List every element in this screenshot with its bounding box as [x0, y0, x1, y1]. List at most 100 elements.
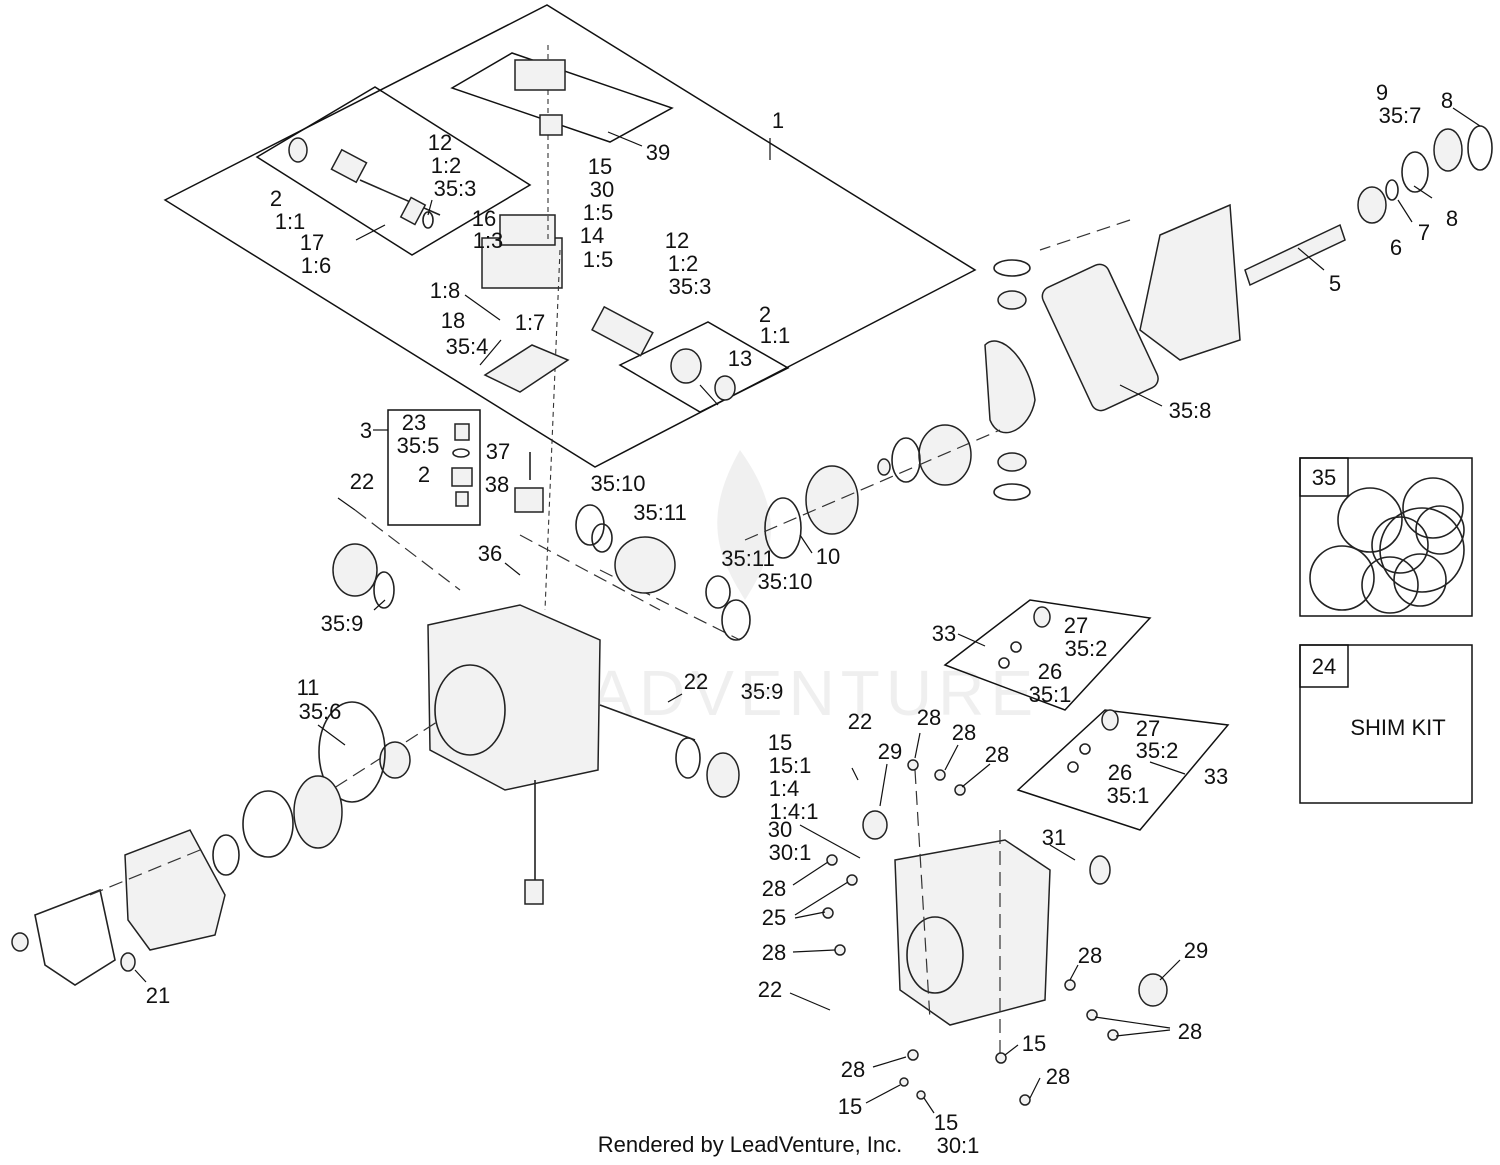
callout-label: 8 [1441, 88, 1453, 113]
callout-label: 12 [428, 130, 452, 155]
solenoid-left-part [288, 137, 441, 229]
callout-label: 38 [485, 472, 509, 497]
callout-label: 8 [1446, 206, 1458, 231]
left-pump-housing-part [299, 504, 751, 811]
rear-housing-part [1039, 203, 1241, 412]
kit-frame-33-upper [943, 599, 1152, 711]
callout-label: 35:1 [1029, 682, 1072, 707]
callout-label: 1:5 [583, 200, 614, 225]
kit-box-35 [1299, 457, 1473, 617]
valve-block-part [481, 45, 563, 611]
callout-label: 1 [772, 108, 784, 133]
callout-label: 26 [1108, 760, 1132, 785]
callout-label: 35:2 [1065, 636, 1108, 661]
callout-label: 29 [878, 739, 902, 764]
callout-label: 36 [478, 541, 502, 566]
callout-label: 37 [486, 439, 510, 464]
callout-label: 7 [1418, 220, 1430, 245]
valve-assembly-frame-1 [163, 4, 977, 468]
callout-label: 30 [590, 177, 614, 202]
relief-valve-kit-frame-3 [387, 409, 481, 526]
swashplate-bearings-part [984, 259, 1036, 501]
solenoid-subassembly-frame-13 [618, 321, 790, 413]
callout-label: 29 [1184, 938, 1208, 963]
callout-label: 1:5 [583, 247, 614, 272]
callout-label: 1:1 [275, 209, 306, 234]
callout-label: 2 [418, 462, 430, 487]
callout-label: 35:11 [633, 500, 686, 525]
callout-label: 15 [768, 730, 792, 755]
kit-box-24-number: 24 [1312, 654, 1336, 679]
o-ring-set-icon [1309, 477, 1465, 614]
kit-box-24-number-frame [1299, 644, 1349, 688]
callout-label: 26 [1038, 659, 1062, 684]
piston-kit-part [764, 424, 972, 559]
callout-label: 31 [1042, 825, 1066, 850]
callout-label: 12 [665, 228, 689, 253]
check-valve-stem-part [524, 780, 544, 905]
bracket-39-part [514, 59, 566, 136]
callout-label: 1:2 [668, 251, 699, 276]
callout-label: 15 [1022, 1031, 1046, 1056]
callout-label: 39 [646, 140, 670, 165]
callout-label: 28 [762, 940, 786, 965]
callout-label: 35:4 [446, 334, 489, 359]
relief-valve-parts [451, 423, 473, 507]
callout-label: 1:6 [301, 253, 332, 278]
callout-label: 21 [146, 983, 170, 1008]
callout-labels: 1 39 9 35:7 8 8 7 6 5 35:8 12 1:2 35:3 2… [146, 80, 1458, 1158]
callout-label: 28 [985, 742, 1009, 767]
callout-label: 2 [759, 302, 771, 327]
callout-label: 35:11 [721, 546, 774, 571]
callout-label: 27 [1136, 716, 1160, 741]
callout-label: 22 [848, 709, 872, 734]
callout-label: 1:2 [431, 153, 462, 178]
callout-label: 25 [762, 905, 786, 930]
callout-label: 9 [1376, 80, 1388, 105]
kit-box-35-number: 35 [1312, 465, 1336, 490]
callout-label: 23 [402, 410, 426, 435]
kit-frame-33-lower [1016, 709, 1230, 831]
footer-credit: Rendered by LeadVenture, Inc. [598, 1132, 903, 1157]
callout-label: 2 [270, 186, 282, 211]
right-pump-housing-part [862, 769, 1168, 1060]
callout-label: 18 [441, 308, 465, 333]
callout-label: 35:9 [321, 611, 364, 636]
callout-label: 28 [841, 1057, 865, 1082]
callout-label: 28 [1078, 943, 1102, 968]
callout-label: 28 [917, 705, 941, 730]
callout-label: 35:7 [1379, 103, 1422, 128]
input-shaft-part [1244, 125, 1493, 287]
callout-label: 30 [768, 817, 792, 842]
callout-label: 33 [1204, 764, 1228, 789]
solenoid-right-part [591, 305, 736, 401]
callout-label: 35:2 [1136, 738, 1179, 763]
callout-label: 1:7 [515, 310, 546, 335]
callout-label: 35:8 [1169, 398, 1212, 423]
callout-label: 35:1 [1107, 783, 1150, 808]
bracket-38-part [514, 452, 544, 513]
charge-pump-parts [11, 701, 386, 986]
callout-label: 33 [932, 621, 956, 646]
watermark-flame-icon [717, 450, 771, 600]
callout-label: 14 [580, 223, 604, 248]
callout-label: 35:5 [397, 433, 440, 458]
callout-label: 17 [300, 230, 324, 255]
callout-label: 27 [1064, 613, 1088, 638]
solenoid-subassembly-frame-2 [255, 86, 532, 256]
callout-label: 1:4:1 [770, 799, 819, 824]
callout-label: 35:6 [299, 699, 342, 724]
kit-box-24-label: SHIM KIT [1350, 715, 1445, 740]
callout-label: 35:10 [590, 471, 645, 496]
kit-box-24 [1299, 644, 1473, 804]
callout-label: 35:3 [669, 274, 712, 299]
callout-label: 15 [934, 1110, 958, 1135]
callout-label: 35:10 [757, 569, 812, 594]
callout-label: 30:1 [769, 840, 812, 865]
gasket-35-4-part [483, 344, 570, 393]
kit-box-35-number-frame [1299, 457, 1349, 497]
callout-label: 28 [1178, 1019, 1202, 1044]
plugs-parts [822, 759, 1119, 1106]
callout-label: 22 [758, 977, 782, 1002]
